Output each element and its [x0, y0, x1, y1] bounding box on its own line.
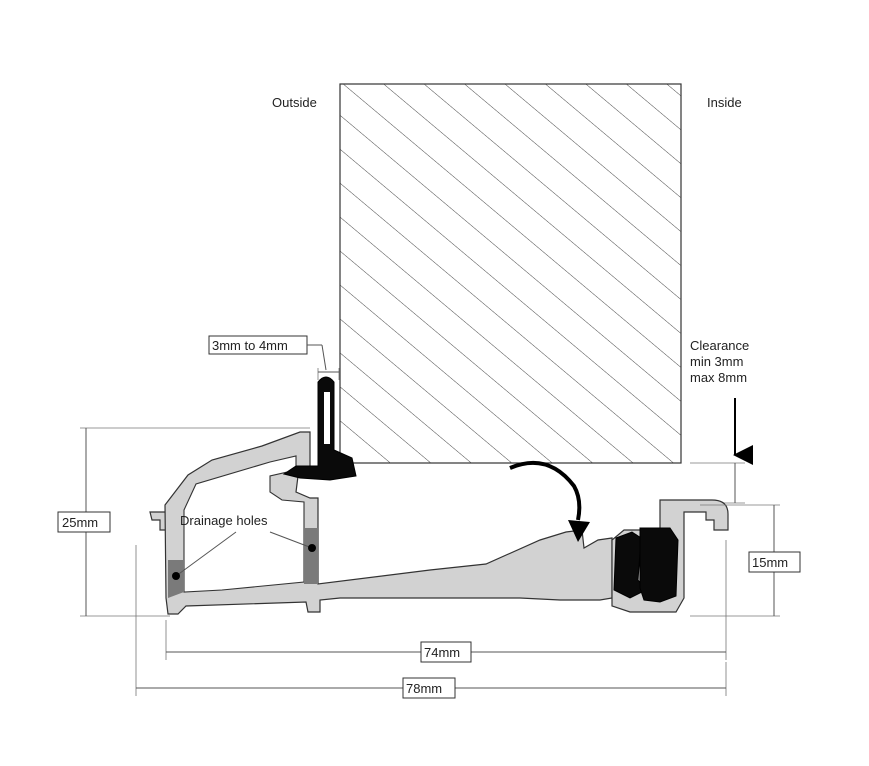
height-total-dimension: 25mm — [57, 427, 310, 617]
clearance-line-1: Clearance — [690, 338, 749, 353]
height-inner-text: 15mm — [752, 555, 788, 570]
gap-dimension: 3mm to 4mm — [208, 335, 340, 380]
width-inner-dimension: 74mm — [165, 540, 727, 663]
door-face-seal-hollow — [324, 392, 330, 444]
drainage-holes-label: Drainage holes — [180, 513, 268, 528]
threshold-profile — [149, 376, 729, 615]
width-total-text: 78mm — [406, 681, 442, 696]
threshold-seal-gasket — [613, 531, 647, 599]
drainage-hole-left — [172, 572, 180, 580]
threshold-weather-bar — [639, 527, 679, 603]
drainage-hole-right — [308, 544, 316, 552]
threshold-chamber — [183, 455, 305, 593]
width-total-dimension: 78mm — [135, 545, 727, 699]
door-bottom-seal-tip — [568, 520, 590, 542]
clearance-annotation: Clearance min 3mm max 8mm — [690, 338, 753, 504]
inside-label: Inside — [707, 95, 742, 110]
clearance-line-3: max 8mm — [690, 370, 747, 385]
outside-label: Outside — [272, 95, 317, 110]
drainage-zone-right — [304, 528, 318, 584]
clearance-line-2: min 3mm — [690, 354, 743, 369]
door-bottom-seal — [509, 460, 582, 521]
gap-dimension-text: 3mm to 4mm — [212, 338, 288, 353]
drainage-holes-annotation: Drainage holes — [172, 513, 316, 580]
height-inner-dimension: 15mm — [690, 504, 801, 617]
height-total-text: 25mm — [62, 515, 98, 530]
door-face-seal — [282, 376, 357, 481]
door-leaf — [339, 83, 682, 464]
width-inner-text: 74mm — [424, 645, 460, 660]
